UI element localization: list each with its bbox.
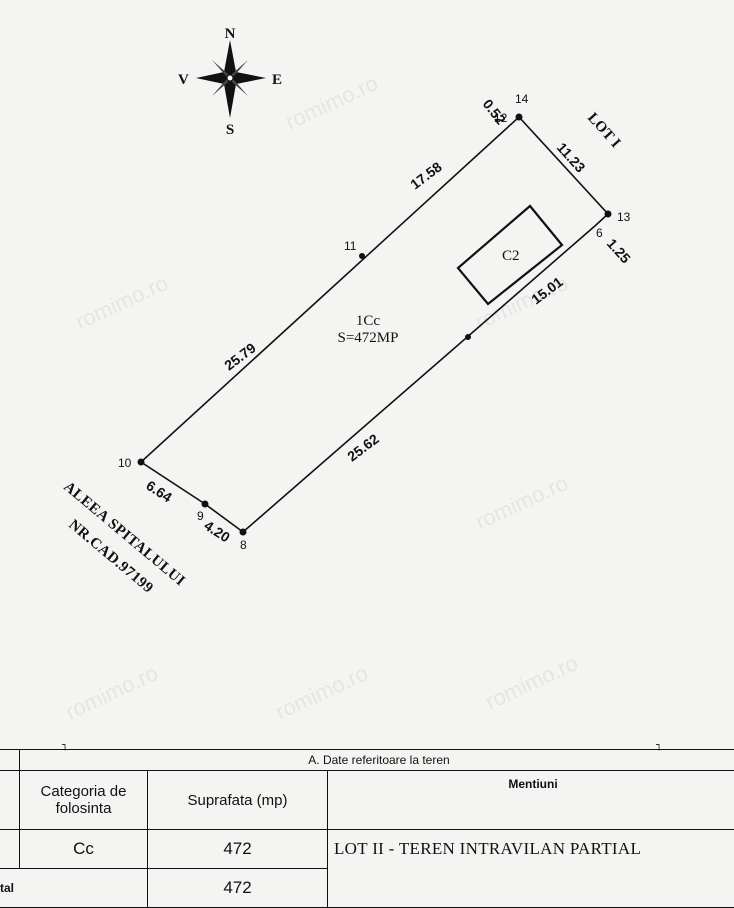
vertex-12 (516, 114, 523, 121)
vertex-8 (240, 529, 247, 536)
total-label: tal (0, 869, 148, 908)
column-header-mentions: Mentiuni (328, 771, 734, 830)
cell-mention: LOT II - TEREN INTRAVILAN PARTIAL (328, 830, 734, 908)
compass-rose-icon: N S E V (178, 26, 282, 138)
parcel-name: 1Cc (356, 313, 381, 329)
watermark: romimo.ro (472, 470, 572, 535)
watermark: romimo.ro (72, 270, 172, 335)
land-data-table: A. Date referitoare la teren Categoria d… (0, 749, 734, 908)
dimension-25-62: 25.62 (344, 430, 382, 464)
parcel-area: S=472MP (338, 330, 399, 346)
vertex-9 (202, 501, 209, 508)
table-cell-blank (0, 771, 20, 830)
vertex-mid (465, 334, 471, 340)
point-label-13: 13 (617, 210, 631, 224)
dimension-11-23: 11.23 (554, 139, 589, 175)
point-label-11: 11 (344, 239, 357, 253)
compass-north: N (225, 26, 236, 42)
column-header-category: Categoria de folosinta (20, 771, 148, 830)
cadastral-plan: romimo.ro romimo.ro romimo.ro romimo.ro … (0, 0, 734, 745)
point-label-10: 10 (118, 456, 132, 470)
dimension-25-79: 25.79 (221, 339, 259, 373)
neighbor-lot-label: LOT I (584, 110, 623, 151)
vertex-13 (605, 211, 612, 218)
watermark: romimo.ro (482, 650, 582, 715)
watermark: romimo.ro (272, 660, 372, 725)
vertex-11 (359, 253, 365, 259)
column-header-area: Suprafata (mp) (148, 771, 328, 830)
compass-east: E (272, 72, 282, 88)
total-area: 472 (148, 869, 328, 908)
dimension-17-58: 17.58 (407, 158, 445, 192)
dimension-1-25: 1.25 (604, 235, 634, 266)
compass-south: S (226, 122, 234, 138)
cell-area: 472 (148, 830, 328, 869)
point-label-6: 6 (596, 226, 603, 240)
watermark: romimo.ro (282, 70, 382, 135)
point-label-9: 9 (197, 509, 204, 523)
point-label-14: 14 (515, 92, 529, 106)
watermark: romimo.ro (62, 660, 162, 725)
compass-west: V (178, 72, 189, 88)
cell-category: Cc (20, 830, 148, 869)
point-label-8: 8 (240, 538, 247, 552)
section-title: A. Date referitoare la teren (20, 750, 734, 771)
building-label: C2 (502, 248, 520, 264)
table-cell-blank (0, 830, 20, 869)
vertex-10 (138, 459, 145, 466)
table-corner-blank (0, 750, 20, 771)
table-row: Cc 472 LOT II - TEREN INTRAVILAN PARTIAL (0, 830, 734, 869)
watermark-layer: romimo.ro romimo.ro romimo.ro romimo.ro … (62, 70, 582, 725)
